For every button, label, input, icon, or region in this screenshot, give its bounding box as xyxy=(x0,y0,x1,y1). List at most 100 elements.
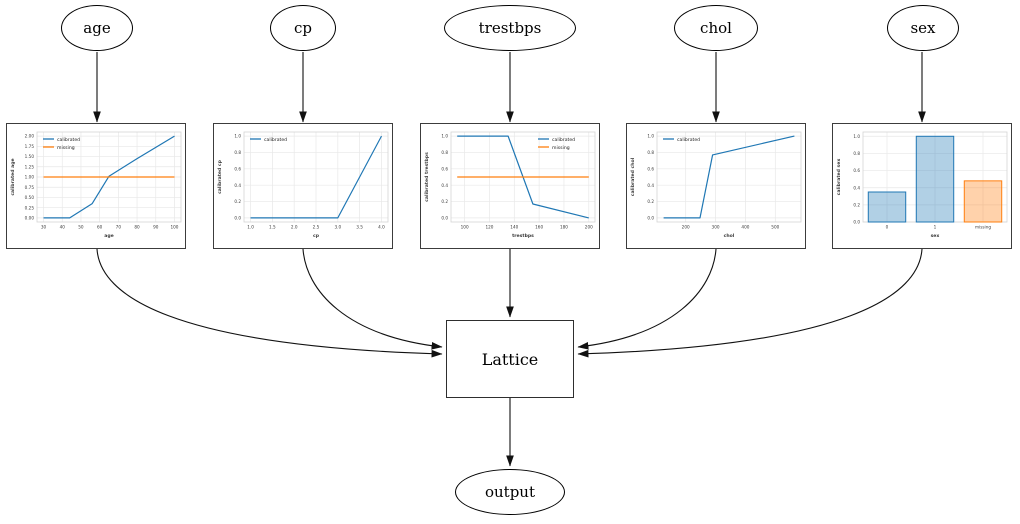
svg-text:120: 120 xyxy=(485,225,493,230)
edge-chol-calibrator-to-lattice xyxy=(577,248,717,350)
input-node-cp-label: cp xyxy=(293,19,312,37)
series-calibrated xyxy=(457,135,589,219)
svg-text:0.75: 0.75 xyxy=(25,185,35,190)
input-node-sex-label: sex xyxy=(910,19,936,37)
grid xyxy=(657,132,801,222)
legend: calibrated missing xyxy=(538,137,575,151)
svg-text:0.2: 0.2 xyxy=(853,202,860,207)
svg-text:0.4: 0.4 xyxy=(647,183,654,188)
input-node-sex: sex xyxy=(887,5,959,51)
svg-text:70: 70 xyxy=(116,225,122,230)
svg-text:0.4: 0.4 xyxy=(234,183,241,188)
svg-text:3.5: 3.5 xyxy=(356,225,363,230)
svg-text:0.4: 0.4 xyxy=(441,183,448,188)
input-node-age: age xyxy=(61,5,133,51)
svg-text:0.4: 0.4 xyxy=(853,185,860,190)
svg-text:90: 90 xyxy=(153,225,159,230)
svg-text:1.0: 1.0 xyxy=(853,134,860,139)
svg-text:1.25: 1.25 xyxy=(25,164,35,169)
grid xyxy=(244,132,388,222)
svg-text:500: 500 xyxy=(771,225,779,230)
svg-text:calibrated chol: calibrated chol xyxy=(630,157,636,196)
svg-text:1.0: 1.0 xyxy=(247,225,254,230)
input-node-trestbps-label: trestbps xyxy=(478,19,542,37)
lattice-node: Lattice xyxy=(446,320,574,398)
svg-text:200: 200 xyxy=(585,225,593,230)
svg-text:60: 60 xyxy=(97,225,103,230)
svg-text:0.2: 0.2 xyxy=(234,199,241,204)
svg-text:1.50: 1.50 xyxy=(25,154,35,159)
svg-text:80: 80 xyxy=(134,225,140,230)
legend: calibrated xyxy=(663,137,700,143)
input-node-age-label: age xyxy=(83,19,111,37)
input-node-chol-label: chol xyxy=(700,19,732,37)
svg-text:2.0: 2.0 xyxy=(291,225,298,230)
svg-text:400: 400 xyxy=(741,225,749,230)
svg-text:1.0: 1.0 xyxy=(234,134,241,139)
svg-text:200: 200 xyxy=(682,225,690,230)
svg-text:calibrated sex: calibrated sex xyxy=(836,159,842,196)
svg-text:2.00: 2.00 xyxy=(25,134,35,139)
svg-text:chol: chol xyxy=(724,233,735,239)
svg-text:0.00: 0.00 xyxy=(25,216,35,221)
output-node-label: output xyxy=(484,483,535,501)
input-node-trestbps: trestbps xyxy=(444,5,576,51)
svg-text:trestbps: trestbps xyxy=(512,233,534,239)
bars xyxy=(867,135,1003,223)
series-calibrated xyxy=(663,135,795,219)
svg-text:calibrated trestbps: calibrated trestbps xyxy=(424,152,430,202)
svg-text:calibrated: calibrated xyxy=(264,137,287,143)
output-node: output xyxy=(455,469,565,515)
svg-text:3.0: 3.0 xyxy=(334,225,341,230)
svg-text:180: 180 xyxy=(560,225,568,230)
svg-text:calibrated: calibrated xyxy=(552,137,575,143)
input-node-chol: chol xyxy=(674,5,758,51)
svg-text:cp: cp xyxy=(313,234,320,239)
svg-text:calibrated age: calibrated age xyxy=(10,158,16,195)
svg-text:0.6: 0.6 xyxy=(234,166,241,171)
svg-text:140: 140 xyxy=(510,225,518,230)
svg-text:0.2: 0.2 xyxy=(441,199,448,204)
svg-text:300: 300 xyxy=(712,225,720,230)
edge-cp-calibrator-to-lattice xyxy=(302,248,443,350)
svg-text:2.5: 2.5 xyxy=(313,225,320,230)
svg-text:0.50: 0.50 xyxy=(25,195,35,200)
svg-text:calibrated: calibrated xyxy=(57,137,80,143)
svg-text:0.8: 0.8 xyxy=(441,150,448,155)
svg-text:0.8: 0.8 xyxy=(647,150,654,155)
grid xyxy=(451,132,595,222)
svg-text:sex: sex xyxy=(931,234,940,239)
svg-text:160: 160 xyxy=(535,225,543,230)
svg-text:100: 100 xyxy=(170,225,178,230)
x-axis: 200 300 400 500 chol xyxy=(682,225,780,240)
series-calibrated xyxy=(43,135,175,219)
edge-age-calibrator-to-lattice xyxy=(96,248,443,358)
svg-text:1.00: 1.00 xyxy=(25,175,35,180)
svg-text:0.2: 0.2 xyxy=(647,199,654,204)
edge-sex-calibrator-to-lattice xyxy=(577,248,923,358)
svg-text:0.0: 0.0 xyxy=(853,220,860,225)
svg-text:0.0: 0.0 xyxy=(647,216,654,221)
svg-text:calibrated cp: calibrated cp xyxy=(217,159,223,194)
lattice-node-label: Lattice xyxy=(481,349,539,369)
svg-text:missing: missing xyxy=(57,145,75,151)
svg-text:50: 50 xyxy=(78,225,84,230)
y-axis: 0.000.250.500.751.001.251.501.752.00cali… xyxy=(10,134,34,221)
svg-text:missing: missing xyxy=(552,145,570,151)
